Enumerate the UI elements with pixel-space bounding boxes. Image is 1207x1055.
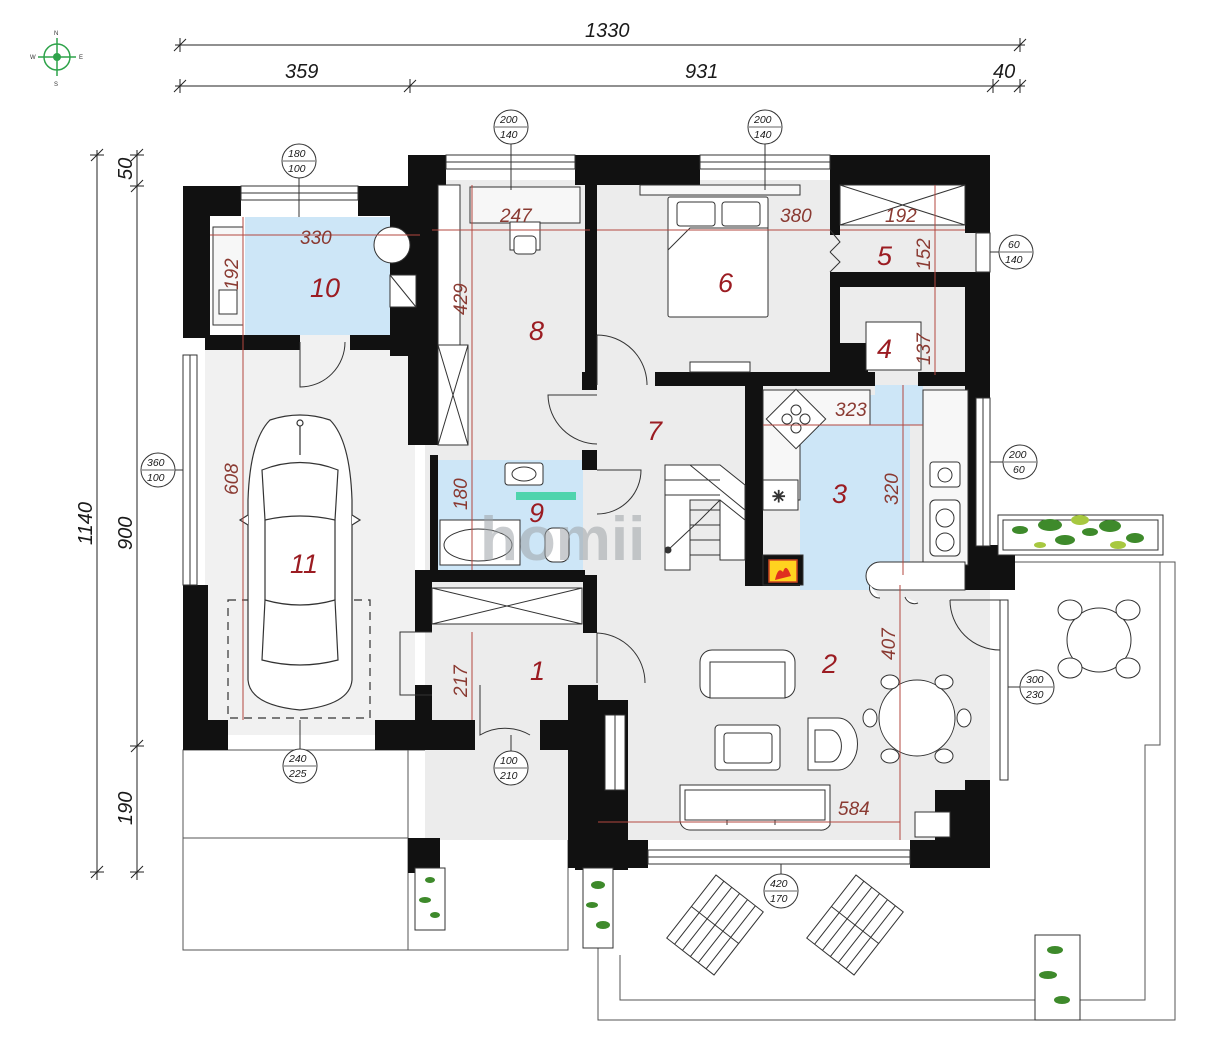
fireplace-icon — [768, 559, 798, 583]
svg-text:360: 360 — [147, 457, 165, 469]
opening-tag: 240 225 — [282, 720, 318, 784]
svg-text:200: 200 — [1008, 449, 1027, 461]
dim-r10-h: 192 — [222, 258, 243, 290]
room-8-number: 8 — [529, 316, 544, 346]
dim-r1-h: 217 — [451, 664, 472, 698]
opening-tag: 200 140 — [493, 109, 529, 190]
svg-text:225: 225 — [288, 768, 307, 780]
svg-text:140: 140 — [754, 129, 772, 141]
room-7-number: 7 — [647, 416, 663, 446]
svg-text:100: 100 — [147, 472, 165, 484]
room-4-number: 4 — [877, 334, 892, 364]
dim-r6-w: 380 — [780, 206, 812, 227]
svg-text:60: 60 — [1008, 239, 1020, 251]
dim-total-width: 1330 — [585, 20, 630, 42]
room-numbers: 1 2 3 4 5 6 7 8 9 10 11 — [290, 241, 893, 686]
room-11-number: 11 — [290, 549, 318, 579]
furniture: ✳ — [212, 184, 1141, 976]
dim-seg-mid: 931 — [685, 61, 718, 83]
opening-tag: 300 230 — [1008, 669, 1055, 705]
dim-seg-right: 40 — [993, 61, 1015, 83]
svg-text:60: 60 — [1013, 464, 1025, 476]
dim-r8-w: 247 — [499, 206, 533, 227]
svg-text:210: 210 — [499, 770, 518, 782]
dim-total-height: 1140 — [75, 502, 97, 545]
svg-text:420: 420 — [770, 878, 788, 890]
walls — [183, 155, 1015, 873]
svg-text:300: 300 — [1026, 674, 1044, 686]
svg-text:100: 100 — [500, 755, 518, 767]
room-9-number: 9 — [529, 498, 544, 528]
room-10-number: 10 — [310, 273, 340, 303]
extractor-icon: ✳ — [772, 487, 785, 506]
room-1-number: 1 — [530, 656, 545, 686]
dim-seg-left: 359 — [285, 61, 318, 83]
dim-seg-main: 900 — [115, 517, 137, 550]
opening-tag: 420 170 — [763, 864, 799, 909]
dim-seg-bottom: 190 — [115, 792, 137, 825]
dim-r2-w: 584 — [838, 799, 870, 820]
dim-r2-h: 407 — [879, 627, 900, 660]
svg-text:180: 180 — [288, 148, 306, 160]
dim-r5-w: 192 — [885, 206, 917, 227]
watermark-text: homii — [480, 505, 645, 574]
room-3-floor — [800, 395, 910, 590]
opening-tags: 180 100 200 140 200 140 60 140 — [140, 109, 1055, 909]
wardrobes — [431, 184, 966, 625]
dim-r9-h: 180 — [451, 478, 472, 510]
opening-tag: 200 60 — [990, 444, 1038, 480]
svg-text:140: 140 — [1005, 254, 1023, 266]
svg-text:230: 230 — [1025, 689, 1044, 701]
opening-tag: 200 140 — [747, 109, 783, 190]
opening-tag: 60 140 — [990, 234, 1034, 270]
dim-r4-h: 137 — [914, 332, 935, 365]
car-icon — [227, 414, 371, 719]
dim-r5-h: 152 — [914, 238, 935, 270]
compass-w: W — [30, 55, 36, 61]
opening-tag: 180 100 — [281, 143, 317, 217]
compass-icon: N S E W — [30, 31, 83, 88]
doors — [299, 229, 1001, 736]
room-3-number: 3 — [832, 479, 847, 509]
room-6-number: 6 — [718, 268, 734, 298]
svg-text:140: 140 — [500, 129, 518, 141]
room-5-number: 5 — [877, 241, 893, 271]
svg-text:100: 100 — [288, 163, 306, 175]
dim-seg-top: 50 — [115, 158, 137, 180]
svg-text:200: 200 — [753, 114, 772, 126]
dim-r3-h: 320 — [882, 473, 903, 505]
dim-r10-w: 330 — [300, 228, 332, 249]
plant-icon — [414, 514, 1164, 1021]
svg-text:170: 170 — [770, 893, 788, 905]
svg-text:200: 200 — [499, 114, 518, 126]
svg-text:240: 240 — [288, 753, 307, 765]
dim-r3-w: 323 — [835, 400, 867, 421]
dim-r8-h: 429 — [451, 283, 472, 315]
compass-s: S — [54, 82, 58, 88]
compass-n: N — [54, 31, 58, 37]
compass-e: E — [79, 55, 83, 61]
opening-tag: 360 100 — [140, 452, 183, 488]
dim-r11-h: 608 — [222, 463, 243, 495]
room-2-number: 2 — [821, 649, 837, 679]
inner-dimension-lines — [210, 185, 965, 840]
opening-tag: 100 210 — [493, 735, 529, 786]
watermark: homii — [480, 492, 645, 574]
inner-dimension-labels: 330 192 247 429 380 192 152 137 323 320 … — [222, 206, 935, 820]
dimension-lines — [90, 38, 1027, 880]
